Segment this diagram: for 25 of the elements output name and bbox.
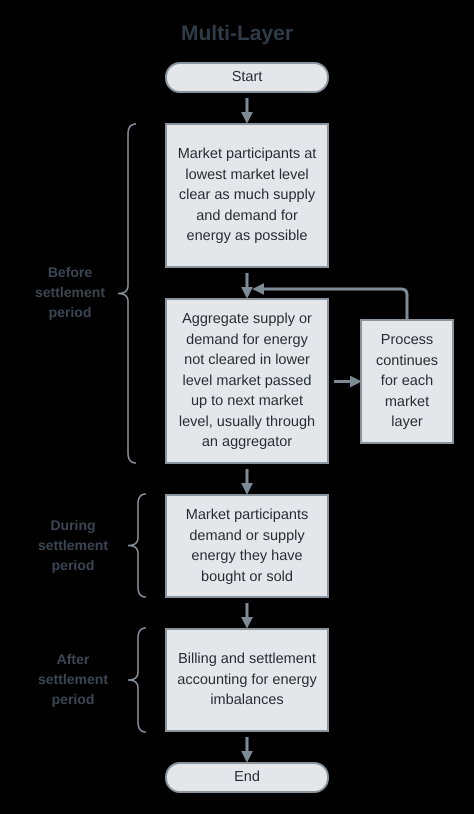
phase-label: After settlement period — [36, 650, 110, 709]
process-box — [165, 628, 329, 732]
terminal-box — [165, 762, 329, 793]
node-text: Market participants at lowest market level clear as much supply and demand for energy as possible — [176, 145, 318, 246]
arrow — [241, 469, 253, 495]
arrow — [241, 603, 253, 629]
node-text: Billing and settlement accounting for energy imbalances — [176, 650, 318, 710]
arrow — [334, 376, 362, 388]
node-text: End — [234, 768, 260, 788]
process-box — [360, 319, 454, 444]
arrow — [252, 283, 408, 319]
node-text: Process continues for each market layer — [374, 331, 440, 432]
terminal-box — [165, 62, 329, 93]
node-text: Start — [232, 68, 262, 88]
arrow — [241, 737, 253, 763]
process-box — [165, 298, 329, 464]
phase-label: Before settlement period — [34, 263, 106, 322]
node-text: Aggregate supply or demand for energy not cleared in lower level market passed up to next market level, usually through an aggregator — [178, 310, 316, 452]
node-text: Market participants demand or supply energy they have bought or sold — [184, 506, 310, 586]
process-box — [165, 494, 329, 598]
process-box — [165, 123, 329, 268]
phase-label: During settlement period — [36, 516, 110, 575]
arrow — [241, 273, 253, 299]
arrow — [241, 98, 253, 124]
diagram-title: Multi-Layer — [180, 22, 293, 46]
